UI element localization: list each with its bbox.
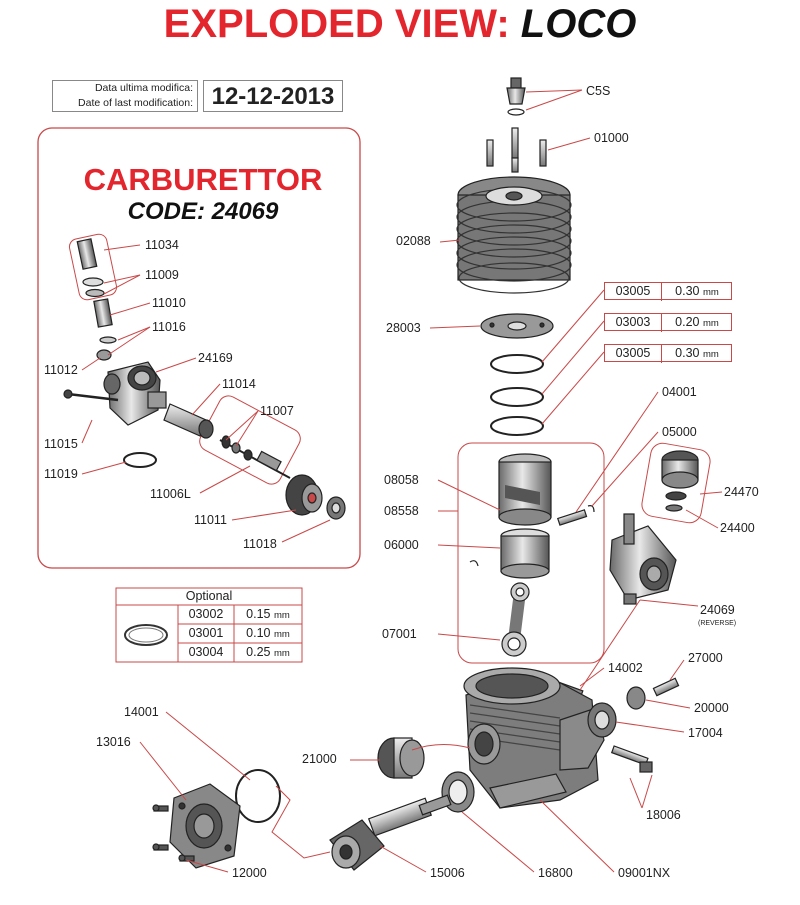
part-label-21000: 21000	[302, 752, 337, 766]
optional-row-value: 0.15 mm	[246, 607, 290, 621]
crankcase	[463, 667, 605, 809]
part-label-15006: 15006	[430, 866, 465, 880]
cylinder-head	[456, 176, 572, 294]
crankshaft	[329, 794, 452, 871]
part-label-14001: 14001	[124, 705, 159, 719]
part-label-16800: 16800	[538, 866, 573, 880]
part-label-01000: 01000	[594, 131, 629, 145]
part-label-11019: 11019	[44, 467, 78, 481]
shim-box: 03003 0.20 mm	[604, 313, 732, 332]
part-label-11010: 11010	[152, 296, 186, 310]
part-label-20000: 20000	[694, 701, 729, 715]
part-label-24069: 24069	[700, 603, 735, 617]
optional-row-code: 03001	[188, 626, 224, 640]
title-model: LOCO	[520, 2, 637, 46]
part-label-05000: 05000	[662, 425, 697, 439]
part-label-24169: 24169	[198, 351, 233, 365]
optional-row-code: 03004	[188, 645, 224, 659]
optional-row-value: 0.25 mm	[246, 645, 290, 659]
part-label-02088: 02088	[396, 234, 431, 248]
carburettor-drawing	[63, 233, 346, 520]
part-label-11009: 11009	[145, 268, 179, 282]
part-label-09001NX: 09001NX	[618, 866, 671, 880]
shim-box: 03005 0.30 mm	[604, 282, 732, 301]
optional-table	[115, 587, 303, 663]
engine-leaders	[139, 89, 723, 873]
part-label-08558: 08558	[384, 504, 419, 518]
modification-label-en: Date of last modification:	[78, 97, 193, 109]
part-label-11011: 11011	[194, 513, 227, 527]
part-label-11016: 11016	[152, 320, 186, 334]
part-label-08058: 08058	[384, 473, 419, 487]
part-label-14002: 14002	[608, 661, 643, 675]
modification-date: 12-12-2013	[203, 80, 343, 112]
optional-shim-ring	[124, 624, 168, 646]
shim-code: 03005	[615, 346, 651, 360]
shim-code: 03003	[615, 315, 651, 329]
shim-value: 0.30 mm	[661, 345, 732, 363]
part-label-17004: 17004	[688, 726, 723, 740]
shim-value: 0.20 mm	[661, 314, 732, 332]
part-label-18006: 18006	[646, 808, 681, 822]
part-label-04001: 04001	[662, 385, 697, 399]
conrod	[501, 582, 530, 657]
part-label-11012: 11012	[44, 363, 78, 377]
part-label-11018: 11018	[243, 537, 277, 551]
part-label-13016: 13016	[96, 735, 131, 749]
modification-label-box: Data ultima modifica: Date of last modif…	[52, 80, 198, 112]
part-label-07001: 07001	[382, 627, 417, 641]
part-label-24470: 24470	[724, 485, 759, 499]
modification-label-it: Data ultima modifica:	[94, 82, 193, 94]
page-title: EXPLODED VIEW: LOCO	[0, 2, 800, 47]
optional-row-code: 03002	[188, 607, 224, 621]
optional-title: Optional	[185, 589, 233, 603]
part-label-12000: 12000	[232, 866, 267, 880]
back-plate	[169, 783, 241, 869]
part-label-11015: 11015	[44, 437, 78, 451]
optional-row-value: 0.10 mm	[246, 626, 290, 640]
part-label-06000: 06000	[384, 538, 419, 552]
shim-code: 03005	[615, 284, 651, 298]
shim-box: 03005 0.30 mm	[604, 344, 732, 363]
engine-drawing	[152, 77, 711, 871]
carburettor-title: CARBURETTOR	[83, 162, 323, 197]
part-label-24400: 24400	[720, 521, 755, 535]
part-label-11007: 11007	[260, 404, 294, 418]
part-label-28003: 28003	[386, 321, 421, 335]
part-label-24069-note: (REVERSE)	[698, 620, 737, 627]
part-label-11006L: 11006L	[150, 487, 191, 501]
part-label-11034: 11034	[145, 238, 179, 252]
shim-value: 0.30 mm	[661, 283, 732, 301]
part-label-c5s: C5S	[586, 84, 611, 98]
part-label-11014: 11014	[222, 377, 256, 391]
carburettor-code: CODE: 24069	[127, 198, 279, 225]
carburettor-leaders	[81, 244, 331, 543]
part-label-27000: 27000	[688, 651, 723, 665]
title-prefix: EXPLODED VIEW:	[163, 2, 510, 46]
carburettor-frame	[37, 127, 361, 569]
